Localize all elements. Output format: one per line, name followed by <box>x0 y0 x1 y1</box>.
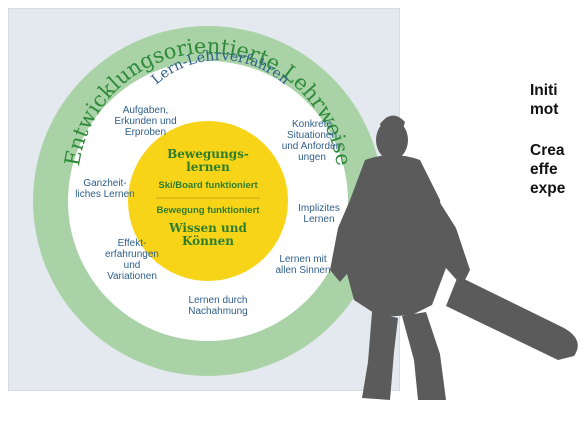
method-effekterfahrungen: Effekt- erfahrungen und Variationen <box>105 238 159 282</box>
method-lernen-durch-nachahmung: Lernen durch Nachahmung <box>188 295 248 317</box>
center-bewegung: Bewegung funktioniert <box>156 205 260 216</box>
silhouette-right-leg <box>402 312 446 400</box>
method-aufgaben: Aufgaben, Erkunden und Erproben <box>114 105 177 138</box>
snowboard <box>446 276 578 360</box>
side-text-paragraph-1: Initi mot <box>530 82 559 118</box>
center-bewegungslernen: Bewegungs- lernen <box>167 147 249 174</box>
method-konkrete-situationen: Konkrete Situationen und Anforder- ungen <box>281 119 343 163</box>
diagram-panel: Entwicklungsorientierte Lehrweise Lern-L… <box>8 8 400 391</box>
method-implizites-lernen: Implizites Lernen <box>298 203 340 225</box>
side-text-paragraph-2: Crea effe expe <box>530 142 566 197</box>
center-circle <box>128 121 288 281</box>
center-ski-board: Ski/Board funktioniert <box>158 180 258 191</box>
center-wissen-koennen: Wissen und Können <box>169 221 247 248</box>
diagram-graphics: Entwicklungsorientierte Lehrweise Lern-L… <box>8 8 400 391</box>
method-ganzheitliches-lernen: Ganzheit- liches Lernen <box>75 178 135 200</box>
method-lernen-mit-allen-sinnen: Lernen mit allen Sinnen <box>275 254 331 276</box>
